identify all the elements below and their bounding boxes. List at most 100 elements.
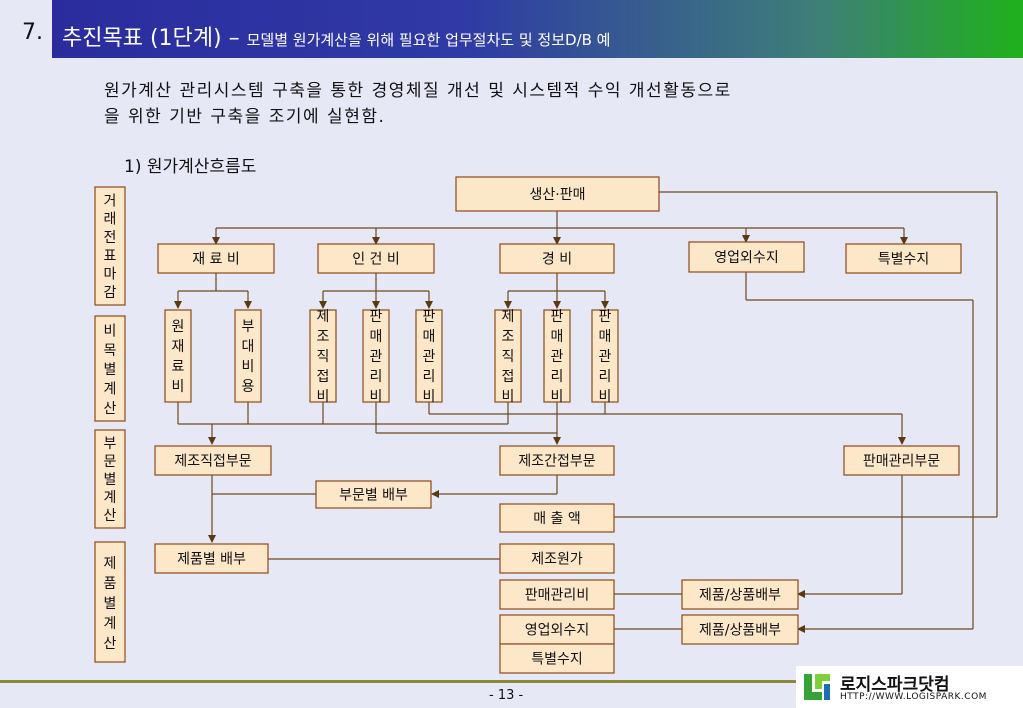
box-non-operating: 영업외수지	[688, 241, 805, 273]
page-number: - 13 -	[489, 688, 524, 703]
box-frame	[543, 309, 571, 403]
side-label-frame	[94, 186, 126, 306]
box-frame	[688, 241, 805, 273]
header-bar: 7. 추진목표 (1단계) – 모델별 원가계산을 위해 필요한 업무절차도 및…	[0, 0, 1023, 58]
description-line-2: 을 위한 기반 구축을 조기에 실현함.	[104, 107, 386, 127]
description-line-1: 원가계산 관리시스템 구축을 통한 경영체질 개선 및 시스템적 수익 개선활동…	[104, 81, 732, 101]
box-mfg-cost: 제조원가	[499, 543, 615, 574]
box-frame	[843, 445, 960, 476]
box-frame	[591, 309, 619, 403]
logo-area: 로지스파크닷컴 HTTP://WWW.LOGISPARK.COM	[796, 666, 1023, 708]
box-frame	[154, 543, 269, 574]
box-frame	[681, 579, 799, 610]
footer-divider	[0, 680, 798, 683]
box-dept-mfg-indirect: 제조간접부문	[499, 445, 615, 476]
box-frame	[362, 309, 390, 403]
box-label: 제품/상품배부	[699, 588, 781, 604]
box-sales-amount: 매 출 액	[499, 503, 615, 533]
box-label: 제조간접부문	[518, 454, 595, 470]
box-label: 특별수지	[878, 252, 930, 268]
box-label: 제품/상품배부	[699, 623, 781, 639]
box-frame	[499, 543, 615, 574]
box-label: 판매관리비	[525, 588, 589, 604]
section-title: 1) 원가계산흐름도	[124, 157, 257, 177]
box-frame	[499, 579, 615, 610]
box-label: 제조원가	[531, 552, 583, 568]
box-frame	[455, 176, 660, 212]
box-frame	[309, 309, 337, 403]
connector-lines	[174, 191, 998, 633]
box-label: 제품별 배부	[177, 552, 246, 568]
box-expense: 경 비	[499, 243, 615, 274]
side-label-frame	[94, 315, 126, 422]
box-frame	[317, 243, 435, 274]
box-special-bottom: 특별수지	[499, 643, 615, 674]
side-label-frame	[94, 429, 126, 529]
box-production-sales: 생산·판매	[455, 176, 660, 212]
box-frame	[499, 243, 615, 274]
box-label: 경 비	[542, 252, 572, 268]
box-frame	[681, 614, 799, 645]
box-label: 판매관리부문	[863, 454, 940, 470]
slide-title: 추진목표 (1단계) – 모델별 원가계산을 위해 필요한 업무절차도 및 정보…	[62, 20, 610, 52]
title-subtitle: 모델별 원가계산을 위해 필요한 업무절차도 및 정보D/B 예	[246, 31, 611, 49]
logo-url: HTTP://WWW.LOGISPARK.COM	[840, 692, 987, 702]
box-product-allocation: 제품별 배부	[154, 543, 269, 574]
box-label: 매 출 액	[533, 511, 581, 527]
header-gradient	[0, 0, 1023, 58]
box-frame	[157, 243, 275, 274]
box-frame	[415, 309, 443, 403]
box-product-goods-alloc2: 제품/상품배부	[681, 614, 799, 645]
box-label: 부문별 배부	[339, 488, 408, 504]
title-dash: –	[221, 26, 247, 51]
box-frame	[315, 480, 432, 509]
header-number-area	[0, 0, 52, 58]
box-dept-sales-mgmt: 판매관리부문	[843, 445, 960, 476]
box-label: 영업외수지	[714, 250, 778, 266]
box-labor-cost: 인 건 비	[317, 243, 435, 274]
box-label: 생산·판매	[530, 187, 586, 203]
box-frame	[845, 243, 962, 274]
box-label: 제조직접부문	[174, 454, 251, 470]
box-label: 특별수지	[531, 652, 583, 668]
box-special: 특별수지	[845, 243, 962, 274]
box-label: 재 료 비	[192, 252, 240, 268]
box-label: 인 건 비	[352, 252, 400, 268]
logo-name: 로지스파크닷컴	[840, 675, 950, 695]
title-main: 추진목표 (1단계)	[62, 26, 222, 51]
box-dept-allocation: 부문별 배부	[315, 480, 432, 509]
box-label: 영업외수지	[525, 623, 589, 639]
side-label-frame	[94, 541, 126, 663]
box-dept-mfg-direct: 제조직접부문	[154, 445, 272, 476]
box-frame	[234, 309, 262, 403]
box-frame	[494, 309, 522, 403]
box-frame	[154, 445, 272, 476]
box-sales-mgmt-cost: 판매관리비	[499, 579, 615, 610]
box-non-operating-bottom: 영업외수지	[499, 614, 615, 645]
